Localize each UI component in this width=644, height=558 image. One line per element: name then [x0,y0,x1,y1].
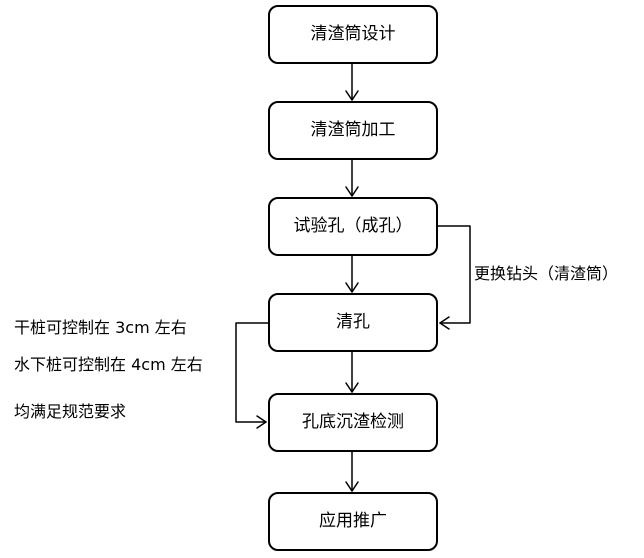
step-label-design: 清渣筒设计 [310,24,396,44]
note-dry-pile: 干桩可控制在 3cm 左右 [14,318,187,337]
step-box-trial: 试验孔（成孔） [268,197,438,256]
arrow-inspect-loop [235,322,269,429]
step-box-inspect: 孔底沉渣检测 [268,393,438,452]
arrow-process-to-trial [345,159,359,197]
arrow-change-bit-loop [437,225,471,330]
step-box-clean: 清孔 [268,293,438,352]
step-box-design: 清渣筒设计 [268,5,438,64]
arrow-inspect-to-apply [345,451,359,492]
step-label-process: 清渣筒加工 [310,120,396,140]
note-meets-spec: 均满足规范要求 [14,402,127,421]
step-box-apply: 应用推广 [268,492,438,551]
step-label-trial: 试验孔（成孔） [293,216,413,236]
step-box-process: 清渣筒加工 [268,101,438,160]
arrow-clean-to-inspect [345,351,359,393]
step-label-apply: 应用推广 [319,511,387,531]
step-label-inspect: 孔底沉渣检测 [302,412,404,432]
step-label-clean: 清孔 [336,312,370,332]
loop-label-change-bit: 更换钻头（清渣筒） [474,264,619,283]
note-underwater-pile: 水下桩可控制在 4cm 左右 [14,355,203,374]
arrow-trial-to-clean [345,255,359,293]
arrow-design-to-process [345,63,359,101]
